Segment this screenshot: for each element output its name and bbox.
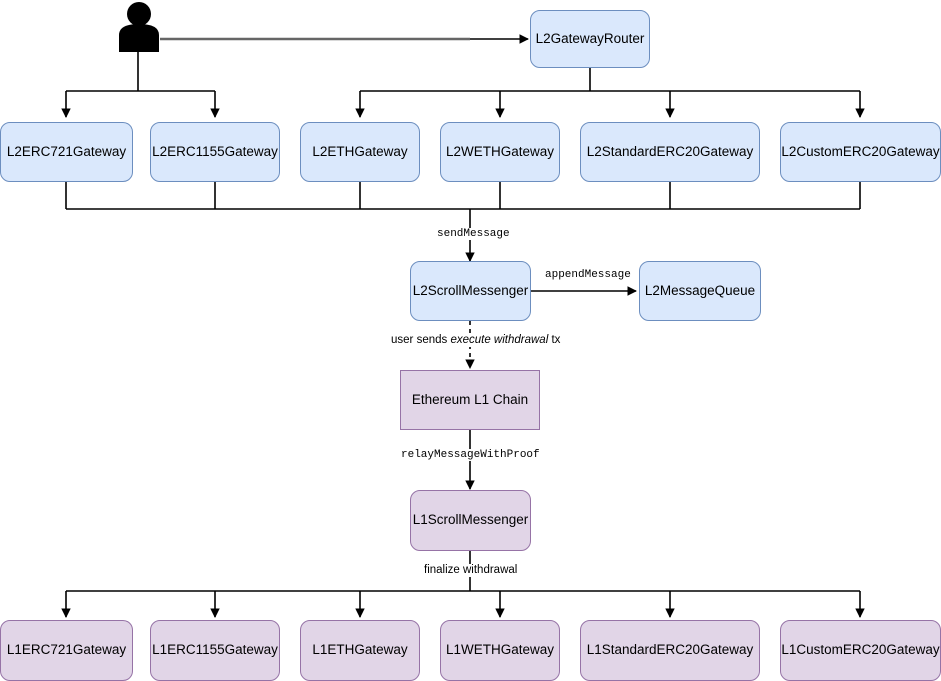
user-actor-icon (119, 2, 159, 52)
node-l2-erc1155-gateway[interactable]: L2ERC1155Gateway (150, 122, 280, 182)
node-l1-erc721-gateway[interactable]: L1ERC721Gateway (0, 620, 133, 681)
node-l2-message-queue[interactable]: L2MessageQueue (639, 261, 761, 321)
wire-router-bus (360, 68, 860, 92)
node-l1-eth-gateway[interactable]: L1ETHGateway (300, 620, 420, 681)
execute-withdrawal-prefix: user sends (391, 334, 451, 346)
execute-withdrawal-emphasis: execute withdrawal (450, 334, 549, 346)
node-l2-gateway-router[interactable]: L2GatewayRouter (530, 10, 650, 68)
edge-label-relay-message-with-proof: relayMessageWithProof (398, 449, 543, 462)
node-l2-weth-gateway[interactable]: L2WETHGateway (440, 122, 560, 182)
node-l2-custom-erc20-gateway[interactable]: L2CustomERC20Gateway (780, 122, 941, 182)
node-l2-erc721-gateway[interactable]: L2ERC721Gateway (0, 122, 133, 182)
edge-label-send-message: sendMessage (434, 228, 513, 241)
node-ethereum-l1-chain[interactable]: Ethereum L1 Chain (400, 370, 540, 430)
node-l1-scroll-messenger[interactable]: L1ScrollMessenger (410, 490, 531, 551)
node-l1-standard-erc20-gateway[interactable]: L1StandardERC20Gateway (580, 620, 760, 681)
execute-withdrawal-suffix: tx (548, 334, 561, 346)
wire-actor-to-erc721 (66, 50, 215, 117)
edge-label-append-message: appendMessage (542, 269, 634, 282)
edge-label-finalize-withdrawal: finalize withdrawal (421, 564, 521, 577)
edge-label-execute-withdrawal: user sends execute withdrawal tx (388, 334, 564, 347)
node-l2-eth-gateway[interactable]: L2ETHGateway (300, 122, 420, 182)
node-l1-erc1155-gateway[interactable]: L1ERC1155Gateway (150, 620, 280, 681)
node-l1-custom-erc20-gateway[interactable]: L1CustomERC20Gateway (780, 620, 941, 681)
node-l2-standard-erc20-gateway[interactable]: L2StandardERC20Gateway (580, 122, 760, 182)
node-l2-scroll-messenger[interactable]: L2ScrollMessenger (410, 261, 531, 321)
node-l1-weth-gateway[interactable]: L1WETHGateway (440, 620, 560, 681)
